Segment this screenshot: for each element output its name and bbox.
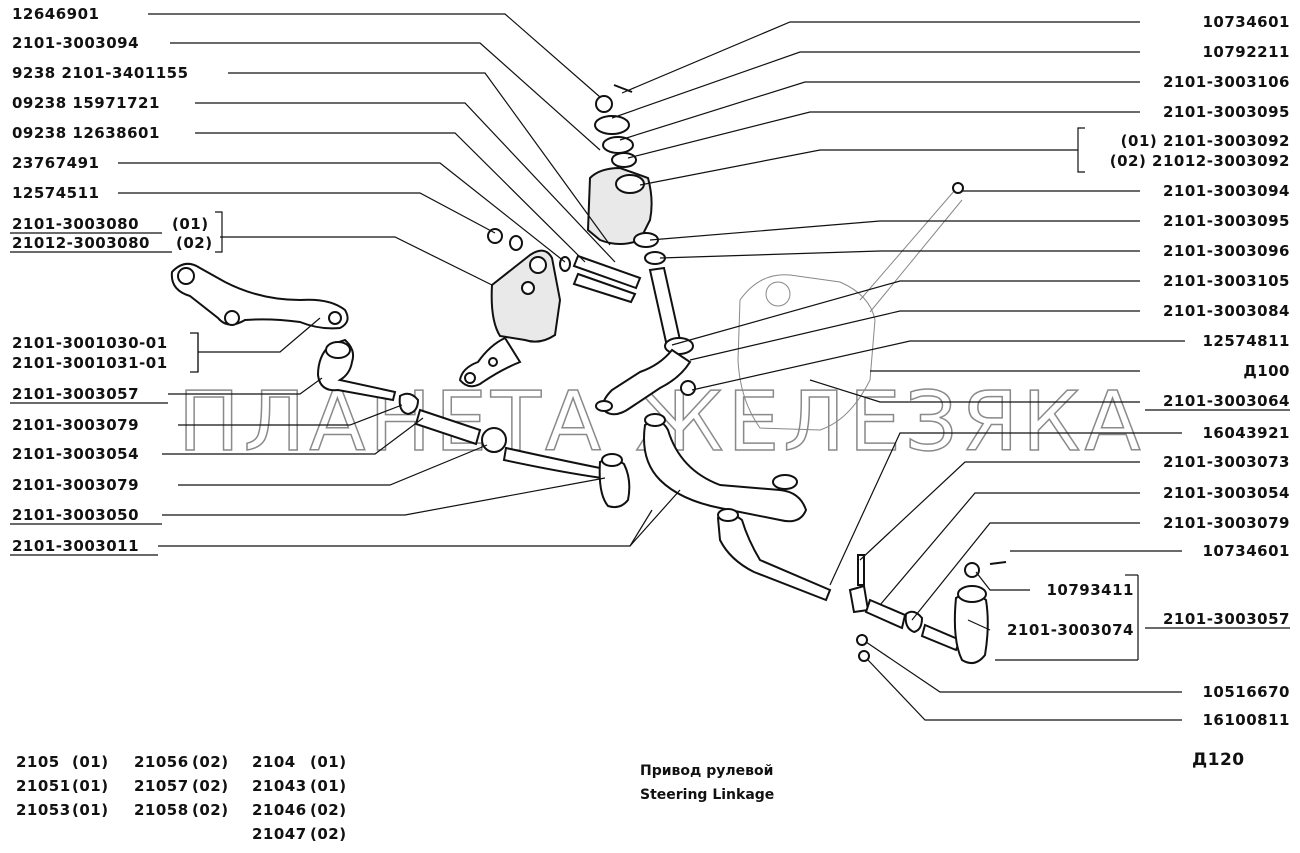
label-2101-3003079-left-b: 2101-3003079 bbox=[12, 476, 139, 494]
label-2101-3003011: 2101-3003011 bbox=[12, 537, 139, 555]
label-variant-02: (02) bbox=[176, 234, 213, 252]
model-variant: (01) bbox=[72, 801, 109, 819]
model-variant: (02) bbox=[310, 825, 347, 843]
label-16100811: 16100811 bbox=[1203, 711, 1291, 729]
label-2101-3003050: 2101-3003050 bbox=[12, 506, 139, 524]
label-2101-3003054-left: 2101-3003054 bbox=[12, 445, 139, 463]
label-12574811: 12574811 bbox=[1203, 332, 1291, 350]
page-code: Д120 bbox=[1192, 750, 1245, 770]
label-10793411: 10793411 bbox=[1047, 581, 1135, 599]
label-2101-3003095-a: 2101-3003095 bbox=[1163, 103, 1290, 121]
underlines bbox=[10, 232, 1290, 629]
label-2101-3003064: 2101-3003064 bbox=[1163, 392, 1290, 410]
model-variant: (01) bbox=[72, 753, 109, 771]
model-variant: (02) bbox=[192, 777, 229, 795]
parts-illustration bbox=[170, 84, 1007, 665]
model-code: 2105 bbox=[16, 753, 60, 771]
left-labels: 12646901 2101-3003094 9238 2101-3401155 … bbox=[12, 5, 213, 555]
label-2101-3003079-left-a: 2101-3003079 bbox=[12, 416, 139, 434]
label-10734601-bottom: 10734601 bbox=[1203, 542, 1291, 560]
label-2101-3001030-01: 2101-3001030-01 bbox=[12, 334, 168, 352]
model-table: 2105 (01) 21051 (01) 21053 (01) 21056 (0… bbox=[16, 753, 347, 843]
label-21012-3003080: 21012-3003080 bbox=[12, 234, 150, 252]
caption-ru: Привод рулевой bbox=[640, 763, 773, 779]
label-2101-3003096: 2101-3003096 bbox=[1163, 242, 1290, 260]
model-variant: (01) bbox=[72, 777, 109, 795]
model-code: 21051 bbox=[16, 777, 71, 795]
label-2101-3003092: (01) 2101-3003092 bbox=[1121, 132, 1290, 150]
model-code: 21056 bbox=[134, 753, 189, 771]
steering-gear-box bbox=[737, 274, 876, 431]
label-2101-3003105: 2101-3003105 bbox=[1163, 272, 1290, 290]
label-2101-3003094-right: 2101-3003094 bbox=[1163, 182, 1290, 200]
model-variant: (02) bbox=[310, 801, 347, 819]
label-2101-3401155: 9238 2101-3401155 bbox=[12, 64, 189, 82]
label-2101-3003079-right: 2101-3003079 bbox=[1163, 514, 1290, 532]
model-code: 21053 bbox=[16, 801, 71, 819]
label-16043921: 16043921 bbox=[1203, 424, 1291, 442]
model-variant: (02) bbox=[192, 801, 229, 819]
label-2101-3001031-01: 2101-3001031-01 bbox=[12, 354, 168, 372]
model-variant: (01) bbox=[310, 753, 347, 771]
label-2101-3003073: 2101-3003073 bbox=[1163, 453, 1290, 471]
label-variant-01: (01) bbox=[172, 215, 209, 233]
label-10734601-top: 10734601 bbox=[1203, 13, 1291, 31]
model-code: 21046 bbox=[252, 801, 307, 819]
model-code: 21043 bbox=[252, 777, 307, 795]
label-d100: Д100 bbox=[1243, 362, 1290, 380]
label-12638601: 09238 12638601 bbox=[12, 124, 160, 142]
label-12646901: 12646901 bbox=[12, 5, 100, 23]
label-2101-3003094: 2101-3003094 bbox=[12, 34, 139, 52]
label-2101-3003057-right: 2101-3003057 bbox=[1163, 610, 1290, 628]
leader-lines bbox=[118, 13, 1185, 721]
idler-bracket bbox=[490, 249, 562, 343]
model-code: 2104 bbox=[252, 753, 296, 771]
label-23767491: 23767491 bbox=[12, 154, 100, 172]
model-variant: (02) bbox=[192, 753, 229, 771]
label-2101-3003054-right: 2101-3003054 bbox=[1163, 484, 1290, 502]
label-2101-3003106: 2101-3003106 bbox=[1163, 73, 1290, 91]
label-21012-3003092: (02) 21012-3003092 bbox=[1110, 152, 1290, 170]
label-2101-3003080: 2101-3003080 bbox=[12, 215, 139, 233]
label-15971721: 09238 15971721 bbox=[12, 94, 160, 112]
pitman-arm bbox=[170, 262, 349, 330]
center-link bbox=[643, 420, 808, 523]
model-variant: (01) bbox=[310, 777, 347, 795]
caption-en: Steering Linkage bbox=[640, 787, 774, 803]
label-2101-3003074: 2101-3003074 bbox=[1007, 621, 1134, 639]
label-2101-3003057-left: 2101-3003057 bbox=[12, 385, 139, 403]
model-code: 21047 bbox=[252, 825, 307, 843]
label-2101-3003095-b: 2101-3003095 bbox=[1163, 212, 1290, 230]
label-10792211: 10792211 bbox=[1203, 43, 1291, 61]
model-code: 21058 bbox=[134, 801, 189, 819]
model-code: 21057 bbox=[134, 777, 189, 795]
right-labels: 10734601 10792211 2101-3003106 2101-3003… bbox=[1007, 13, 1290, 729]
label-10516670: 10516670 bbox=[1203, 683, 1291, 701]
label-12574511: 12574511 bbox=[12, 184, 100, 202]
label-2101-3003084: 2101-3003084 bbox=[1163, 302, 1290, 320]
